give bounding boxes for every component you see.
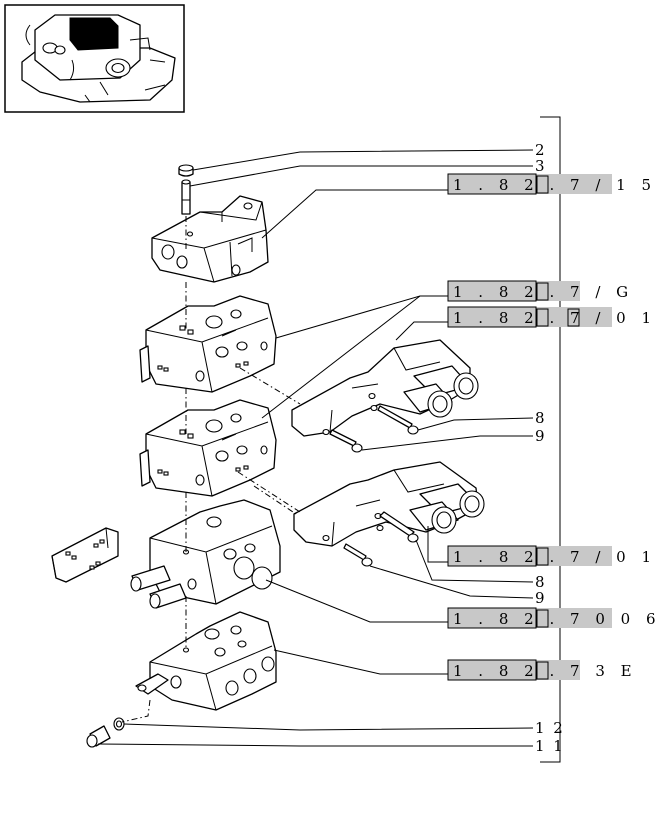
part-9-bolt-lower[interactable]	[343, 543, 373, 567]
part-11-plug[interactable]	[86, 725, 111, 748]
reference-label-3: 1 . 8 2 . 7 / 0 1 C	[453, 309, 662, 327]
reference-box-6[interactable]: 1 . 8 2 . 7 3 E	[447, 659, 637, 681]
part-2-cap[interactable]	[178, 164, 194, 177]
reference-label-1: 1 . 8 2 . 7 / 1 5 E	[453, 176, 662, 194]
end-valve-section[interactable]	[135, 611, 277, 711]
callout-9-upper: 9	[535, 427, 547, 445]
part-3-pin[interactable]	[181, 179, 191, 215]
reference-label-2: 1 . 8 2 . 7 / G	[453, 283, 634, 301]
tractor-assembly-thumbnail	[21, 14, 176, 103]
control-valve-section-a[interactable]	[139, 295, 277, 393]
reference-box-3[interactable]: 1 . 8 2 . 7 / 0 1 C	[447, 306, 662, 328]
reference-box-2[interactable]: 1 . 8 2 . 7 / G	[447, 280, 634, 302]
part-12-o-ring[interactable]	[113, 717, 125, 731]
part-9-bolt-upper[interactable]	[329, 429, 363, 453]
reference-box-5[interactable]: 1 . 8 2 . 7 0 0 6 D	[447, 607, 662, 629]
part-8-bolt-upper[interactable]	[377, 405, 419, 435]
callout-2: 2	[535, 141, 547, 159]
callout-11: 1 1	[535, 737, 565, 755]
callout-8-upper: 8	[535, 409, 547, 427]
reference-box-4[interactable]: 1 . 8 2 . 7 / 0 1 C	[447, 545, 662, 567]
coupler-body-upper[interactable]	[291, 339, 479, 437]
callout-8-lower: 8	[535, 573, 547, 591]
leader-lines	[97, 149, 534, 747]
reference-label-4: 1 . 8 2 . 7 / 0 1 C	[453, 548, 662, 566]
group-bracket	[540, 116, 561, 763]
reference-label-5: 1 . 8 2 . 7 0 0 6 D	[453, 610, 662, 628]
control-valve-section-b[interactable]	[139, 399, 277, 497]
part-8-bolt-lower[interactable]	[379, 511, 419, 543]
mounting-bracket-plate[interactable]	[51, 527, 119, 583]
valve-cover-plate[interactable]	[151, 195, 269, 283]
thumbnail-inset[interactable]	[4, 4, 185, 113]
callout-9-lower: 9	[535, 589, 547, 607]
callout-3: 3	[535, 157, 547, 175]
reference-box-1[interactable]: 1 . 8 2 . 7 / 1 5 E	[447, 173, 662, 195]
coupler-body-lower[interactable]	[293, 461, 485, 547]
reference-label-6: 1 . 8 2 . 7 3 E	[453, 662, 637, 680]
inlet-valve-section[interactable]	[130, 499, 281, 609]
assembly-center-lines	[121, 216, 301, 723]
callout-12: 1 2	[535, 719, 565, 737]
